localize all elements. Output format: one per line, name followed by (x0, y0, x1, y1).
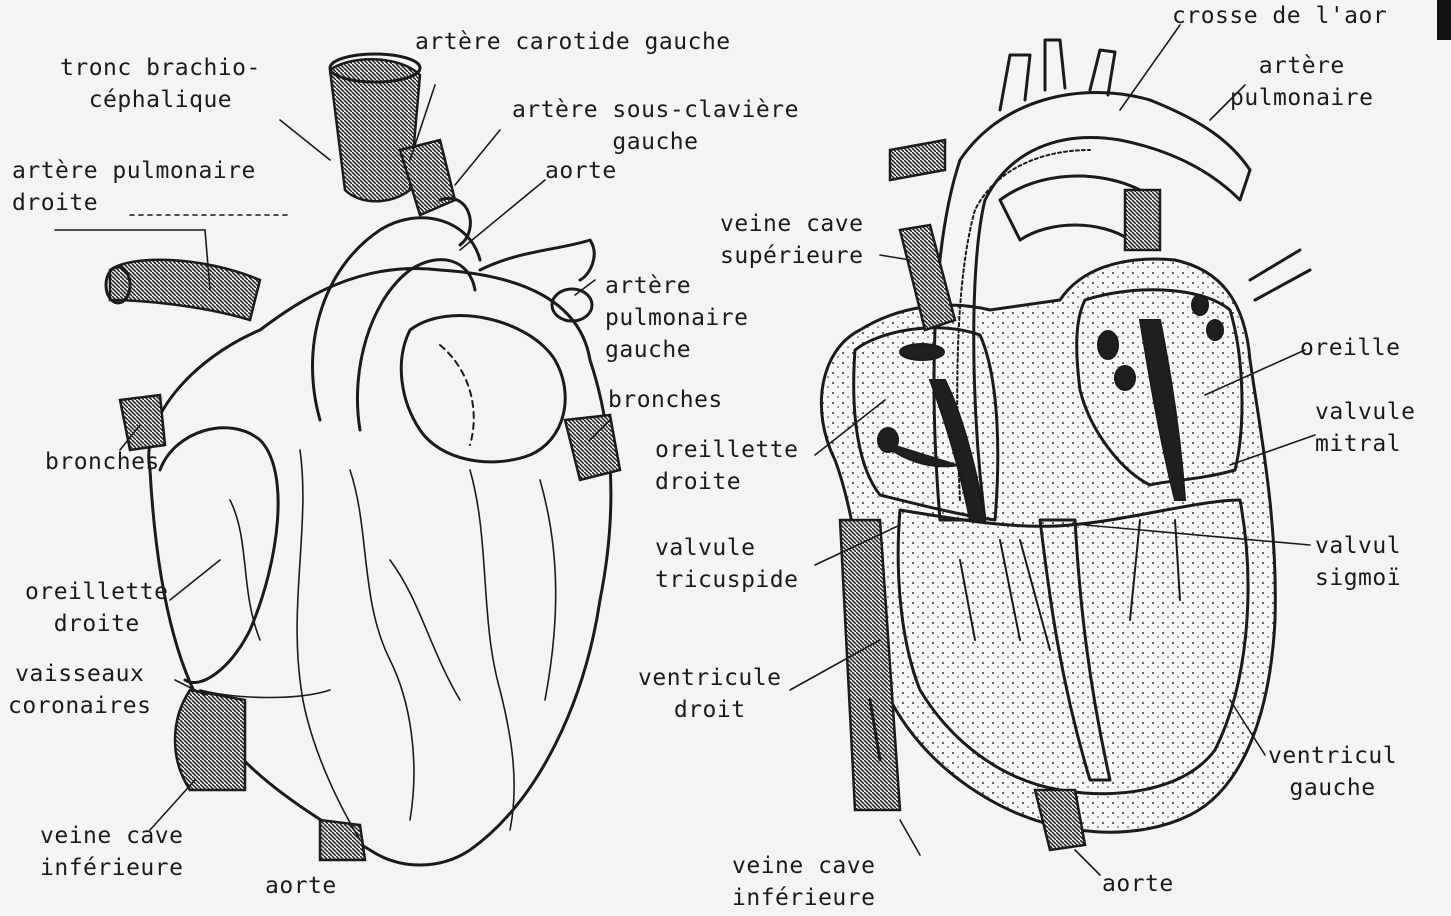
scan-corner-mark (1437, 0, 1451, 40)
label-valvule-sigmoide: valvul sigmoï (1315, 530, 1401, 594)
section-heart-drawing (821, 40, 1310, 850)
label-artere-carotide-gauche: artère carotide gauche (415, 26, 731, 58)
label-veine-cave-inferieure-left: veine cave inférieure (40, 820, 183, 884)
label-aorte-bottom-left: aorte (265, 870, 337, 902)
label-aorte-right: aorte (1102, 868, 1174, 900)
label-tronc-brachiocephalique: tronc brachio- céphalique (60, 52, 261, 116)
label-vaisseaux-coronaires: vaisseaux coronaires (8, 658, 151, 722)
label-bronches-left: bronches (45, 446, 160, 478)
label-ventricule-droit: ventricule droit (638, 662, 781, 726)
label-crosse-aorte: crosse de l'aor (1172, 0, 1387, 32)
label-oreille: oreille (1300, 332, 1400, 364)
label-artere-pulmonaire-gauche: artère pulmonaire gauche (605, 270, 748, 366)
label-valvule-mitrale: valvule mitral (1315, 396, 1415, 460)
label-aorte-top: aorte (545, 155, 617, 187)
label-valvule-tricuspide: valvule tricuspide (655, 532, 798, 596)
label-artere-pulmonaire-droite: artère pulmonaire droite (12, 155, 256, 219)
label-veine-cave-inferieure-right: veine cave inférieure (732, 850, 875, 914)
label-veine-cave-superieure: veine cave supérieure (720, 208, 863, 272)
label-bronches-right: bronches (608, 384, 723, 416)
label-oreillette-droite-right: oreillette droite (655, 434, 798, 498)
label-ventricule-gauche: ventricul gauche (1268, 740, 1397, 804)
label-oreillette-droite-left: oreillette droite (25, 576, 168, 640)
label-artere-sous-claviere-gauche: artère sous-clavière gauche (512, 94, 799, 158)
label-artere-pulmonaire-right: artère pulmonaire (1230, 50, 1373, 114)
